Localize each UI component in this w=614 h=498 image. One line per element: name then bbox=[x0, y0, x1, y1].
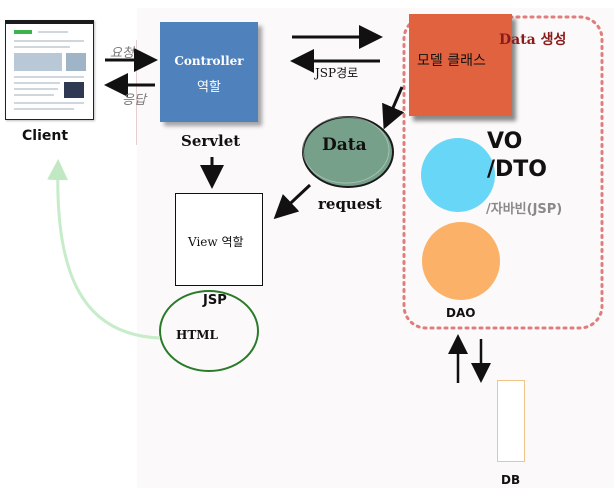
view-box bbox=[175, 193, 263, 286]
response-label: 응답 bbox=[122, 93, 146, 108]
dao-label: DAO bbox=[446, 306, 476, 320]
vo-dto-label: VO /DTO bbox=[487, 128, 547, 184]
view-label: View 역할 bbox=[188, 235, 244, 249]
response-to-client-arrow bbox=[47, 159, 161, 340]
html-label: HTML bbox=[176, 328, 218, 342]
jsp-path-label: JSP경로 bbox=[315, 66, 359, 80]
javabean-label: /자바빈(JSP) bbox=[486, 202, 563, 217]
request-label-text: request bbox=[318, 195, 382, 213]
servlet-label: Servlet bbox=[181, 132, 241, 150]
vo-circle bbox=[421, 138, 495, 212]
model-to-data-arrow bbox=[382, 86, 405, 130]
dao-circle bbox=[422, 222, 500, 300]
client-browser-thumbnail bbox=[5, 20, 94, 120]
db-box bbox=[497, 380, 525, 462]
dto-line: /DTO bbox=[487, 157, 548, 182]
data-generation-label: Data 생성 bbox=[499, 32, 567, 48]
controller-box: Controller 역할 bbox=[160, 22, 258, 122]
model-label: 모델 클래스 bbox=[417, 53, 486, 69]
client-label: Client bbox=[22, 128, 69, 144]
controller-role: 역할 bbox=[197, 80, 221, 95]
model-box bbox=[409, 14, 512, 116]
data-ellipse bbox=[302, 116, 394, 188]
jsp-html-ellipse bbox=[159, 290, 259, 372]
request-label: 요청 bbox=[110, 46, 134, 61]
db-label: DB bbox=[501, 473, 521, 487]
data-label: Data bbox=[322, 135, 367, 155]
divider-line bbox=[136, 40, 137, 145]
jsp-label: JSP bbox=[203, 293, 227, 308]
controller-title: Controller bbox=[174, 54, 244, 68]
data-to-view-arrow bbox=[273, 183, 312, 220]
vo-line: VO bbox=[487, 129, 523, 154]
